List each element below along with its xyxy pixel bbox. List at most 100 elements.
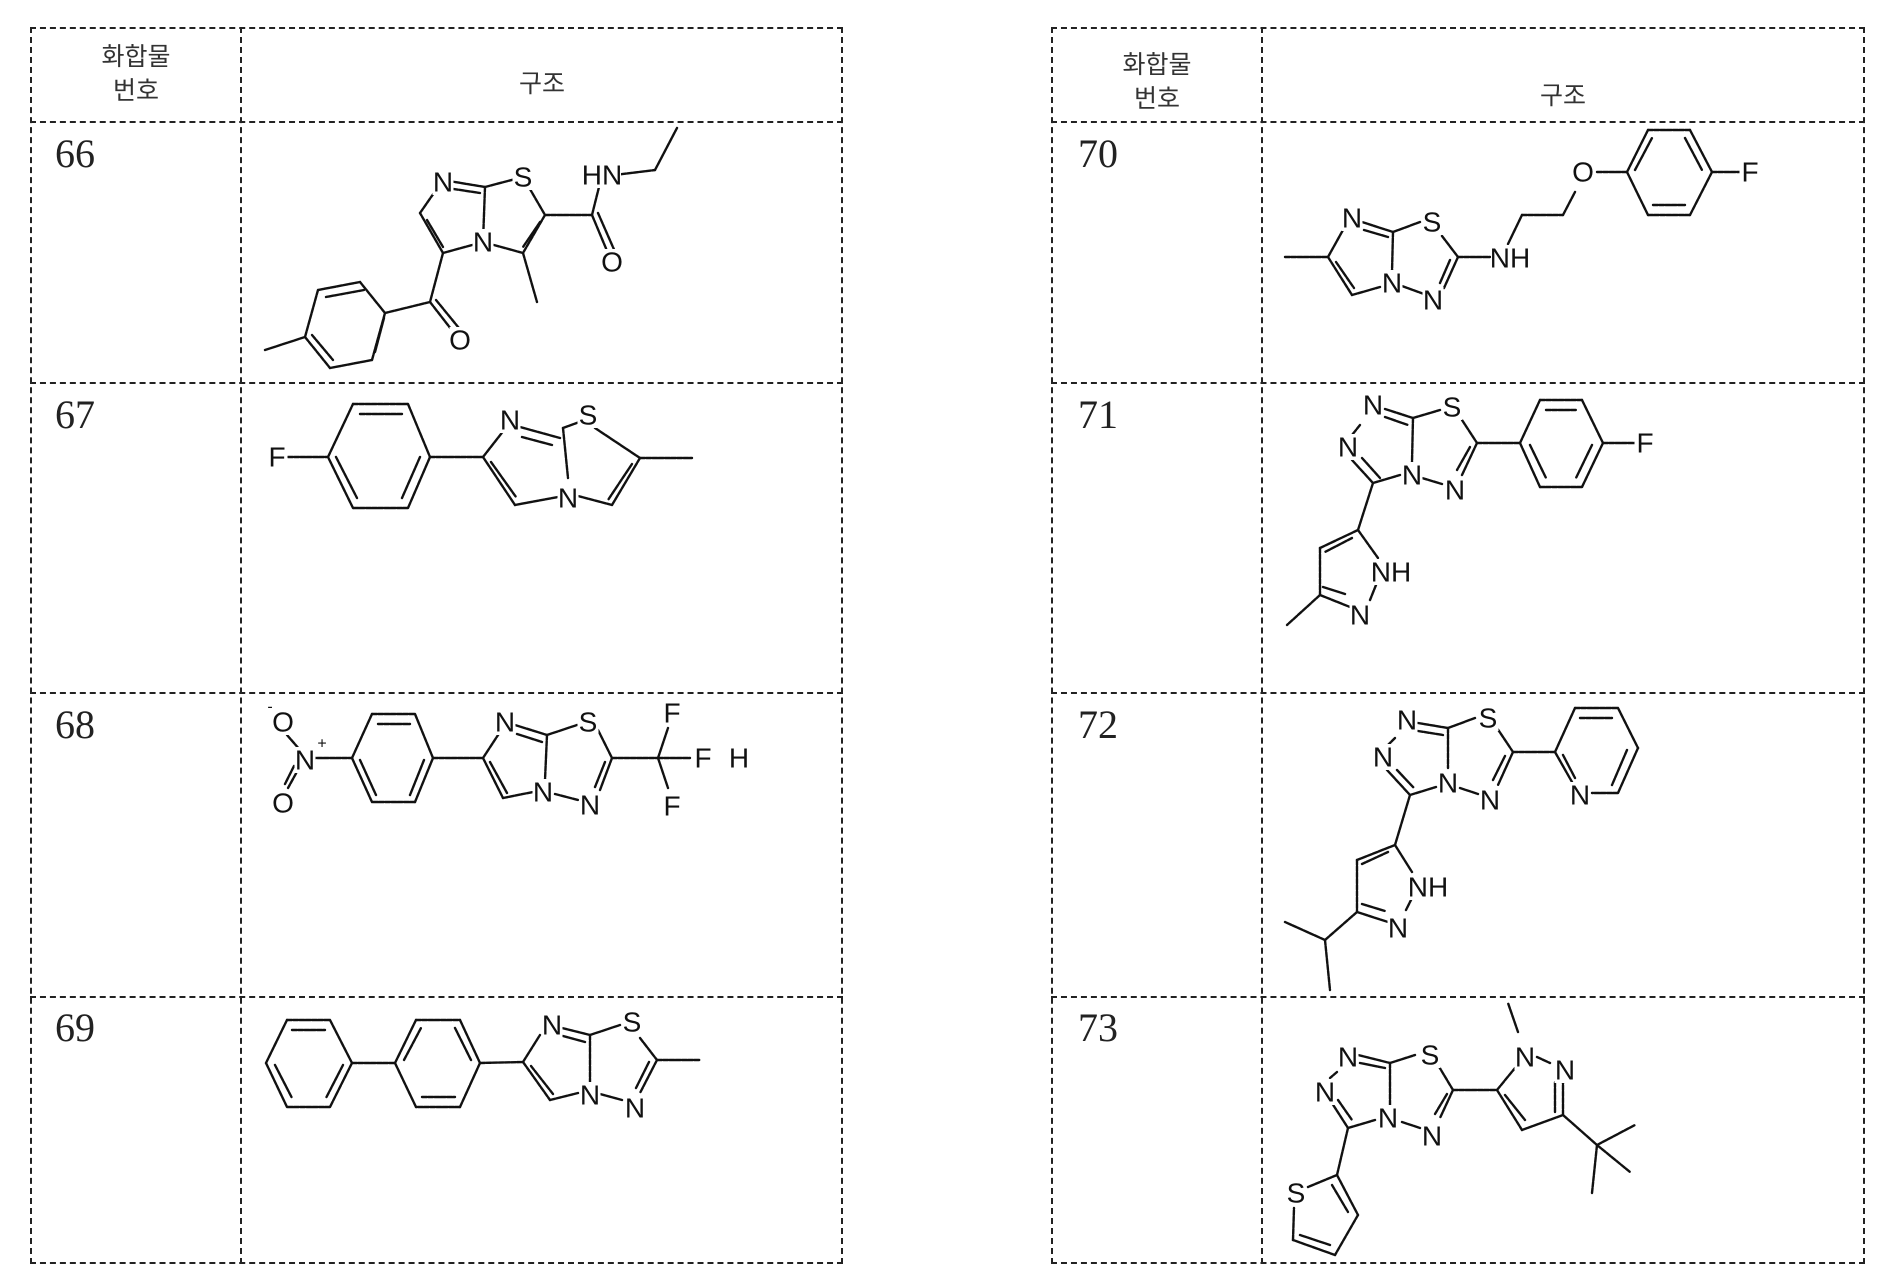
bond <box>1446 716 1477 730</box>
bond <box>1306 1173 1339 1189</box>
atom-label: S <box>579 707 598 738</box>
atom-label: N <box>473 227 493 258</box>
atom-label-bg <box>1514 1044 1536 1070</box>
bond <box>328 358 374 370</box>
atom-label-bg <box>583 162 621 188</box>
bond <box>1616 746 1640 795</box>
bond <box>406 402 432 459</box>
bond <box>1442 255 1460 290</box>
compound-table-right <box>1051 27 1865 1264</box>
bond <box>1688 128 1714 174</box>
bond <box>656 756 670 790</box>
bond <box>458 1061 482 1109</box>
bond <box>1420 476 1444 486</box>
atom-label: N <box>1315 1077 1335 1108</box>
bond <box>1580 398 1605 445</box>
bond <box>1458 786 1480 796</box>
bond <box>1355 843 1397 862</box>
bond <box>515 732 544 744</box>
bond <box>326 402 355 459</box>
atom-label-bg <box>579 792 601 818</box>
compound-number: 73 <box>1078 1005 1118 1050</box>
bond <box>521 213 547 255</box>
atom-label: S <box>1287 1178 1306 1209</box>
bond <box>606 462 634 502</box>
atom-label: N <box>495 707 515 738</box>
atom-label-bg <box>1314 1079 1336 1105</box>
atom-label: F <box>1636 428 1653 459</box>
atom-label-bg <box>1401 462 1423 488</box>
bond <box>1416 721 1450 730</box>
header-structure: 구조 <box>1539 81 1586 110</box>
bond <box>1590 1143 1599 1195</box>
header-line: 화합물 <box>1122 50 1192 79</box>
bond <box>1595 1143 1632 1174</box>
bond <box>1386 736 1397 747</box>
atom-label-bg <box>1444 477 1466 503</box>
bond <box>521 251 539 304</box>
atom-label: S <box>1423 207 1442 238</box>
bond <box>326 455 355 510</box>
atom-label-bg <box>512 164 534 190</box>
header-compound-number: 화합물 번호 <box>32 40 240 108</box>
bond <box>1400 284 1426 296</box>
atom-label: N <box>1422 1121 1442 1152</box>
bond <box>1495 1066 1517 1092</box>
atom-label-bg <box>1337 1044 1359 1070</box>
bond <box>560 1026 592 1037</box>
bond <box>406 455 432 510</box>
bond <box>1333 1213 1360 1257</box>
bond <box>1528 443 1548 480</box>
atom-label: O <box>449 325 471 356</box>
bond <box>1393 793 1412 847</box>
bond <box>303 335 332 370</box>
bond <box>1360 902 1387 913</box>
bond <box>1390 230 1395 274</box>
bond <box>383 300 432 315</box>
bond <box>1436 1063 1455 1092</box>
bond <box>350 712 374 760</box>
bond <box>1460 418 1479 445</box>
bond <box>529 1064 555 1096</box>
bond <box>1495 1088 1524 1132</box>
bond <box>1335 1126 1350 1177</box>
bond <box>316 280 362 292</box>
atom-label-bg <box>1341 205 1363 231</box>
bond <box>1408 785 1438 797</box>
bond <box>481 756 505 800</box>
atom-label-bg <box>1409 874 1447 900</box>
bond <box>553 792 580 802</box>
atom-label-bg <box>532 779 554 805</box>
compound-number: 71 <box>1078 392 1118 437</box>
bond <box>1285 593 1322 627</box>
compound-number: 69 <box>55 1005 95 1050</box>
bond <box>513 723 549 737</box>
bond <box>598 756 614 792</box>
bond <box>1506 1001 1520 1034</box>
bond <box>481 455 517 507</box>
compound-number: 66 <box>55 131 95 176</box>
bond <box>273 1063 294 1100</box>
atom-label-bg <box>1554 1057 1576 1083</box>
atom-label-bg <box>272 709 294 735</box>
bond <box>1355 910 1390 924</box>
bond <box>593 426 642 460</box>
atom-label: S <box>1421 1040 1440 1071</box>
bond <box>1368 583 1378 602</box>
atom-label-bg <box>499 407 521 433</box>
atom-label: O <box>1572 157 1594 188</box>
atom-label-bg <box>1572 159 1594 185</box>
bond <box>1388 1053 1417 1065</box>
bond <box>1323 938 1332 992</box>
bond <box>593 760 607 789</box>
bond <box>1330 1183 1350 1214</box>
atom-label-bg <box>1421 1123 1443 1149</box>
bond <box>1503 1093 1527 1122</box>
bond <box>324 288 366 299</box>
bond <box>576 494 614 507</box>
bond <box>638 1058 659 1095</box>
header-compound-number: 화합물 번호 <box>1053 48 1261 116</box>
atom-label-bg <box>432 169 454 195</box>
